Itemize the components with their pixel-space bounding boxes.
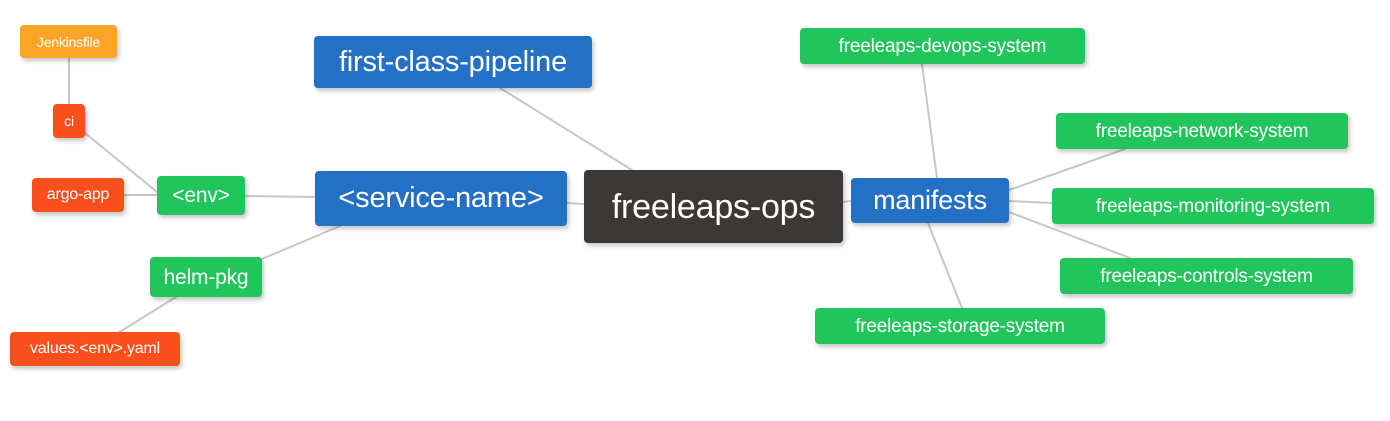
node-freeleaps-devops-system[interactable]: freeleaps-devops-system (800, 28, 1085, 64)
node-label-service-name: <service-name> (338, 182, 544, 214)
node-freeleaps-storage-system[interactable]: freeleaps-storage-system (815, 308, 1105, 344)
edge-manifests-to-freeleaps-monitoring-system (1008, 200, 1053, 204)
node-service-name[interactable]: <service-name> (315, 171, 567, 226)
edge-manifests-to-freeleaps-storage-system (927, 222, 963, 309)
node-label-freeleaps-devops-system: freeleaps-devops-system (838, 35, 1047, 57)
node-label-argo-app: argo-app (46, 186, 110, 203)
edge-env-to-service-name (244, 195, 316, 198)
node-label-freeleaps-storage-system: freeleaps-storage-system (855, 315, 1065, 337)
node-values-yaml[interactable]: values.<env>.yaml (10, 332, 180, 366)
edge-manifests-to-freeleaps-devops-system (921, 63, 938, 179)
node-label-first-class-pipeline: first-class-pipeline (338, 45, 568, 78)
node-argo-app[interactable]: argo-app (32, 178, 124, 212)
node-label-freeleaps-controls-system: freeleaps-controls-system (1100, 265, 1313, 287)
node-label-env: <env> (172, 184, 230, 207)
node-manifests[interactable]: manifests (851, 178, 1009, 223)
node-label-values-yaml: values.<env>.yaml (29, 340, 160, 357)
node-helm-pkg[interactable]: helm-pkg (150, 257, 262, 297)
edge-manifests-to-freeleaps-network-system (1008, 148, 1126, 191)
node-label-freeleaps-network-system: freeleaps-network-system (1095, 120, 1309, 142)
node-label-helm-pkg: helm-pkg (163, 265, 249, 289)
node-label-jenkinsfile: Jenkinsfile (36, 33, 101, 50)
node-freeleaps-controls-system[interactable]: freeleaps-controls-system (1060, 258, 1353, 294)
edge-service-name-to-freeleaps-ops (566, 202, 585, 205)
node-jenkinsfile[interactable]: Jenkinsfile (20, 25, 117, 58)
node-ci[interactable]: ci (53, 104, 85, 138)
edge-freeleaps-ops-to-manifests (842, 200, 852, 203)
node-label-ci: ci (64, 113, 74, 129)
node-env[interactable]: <env> (157, 176, 245, 215)
node-freeleaps-ops[interactable]: freeleaps-ops (584, 170, 843, 243)
node-label-freeleaps-monitoring-system: freeleaps-monitoring-system (1095, 195, 1331, 217)
node-label-freeleaps-ops: freeleaps-ops (611, 187, 816, 226)
node-freeleaps-network-system[interactable]: freeleaps-network-system (1056, 113, 1348, 149)
node-first-class-pipeline[interactable]: first-class-pipeline (314, 36, 592, 88)
node-label-manifests: manifests (873, 185, 987, 215)
edge-service-name-to-helm-pkg (261, 225, 341, 260)
edge-helm-pkg-to-values-yaml (117, 296, 177, 334)
node-freeleaps-monitoring-system[interactable]: freeleaps-monitoring-system (1052, 188, 1374, 224)
edge-first-class-pipeline-to-freeleaps-ops (499, 87, 633, 171)
